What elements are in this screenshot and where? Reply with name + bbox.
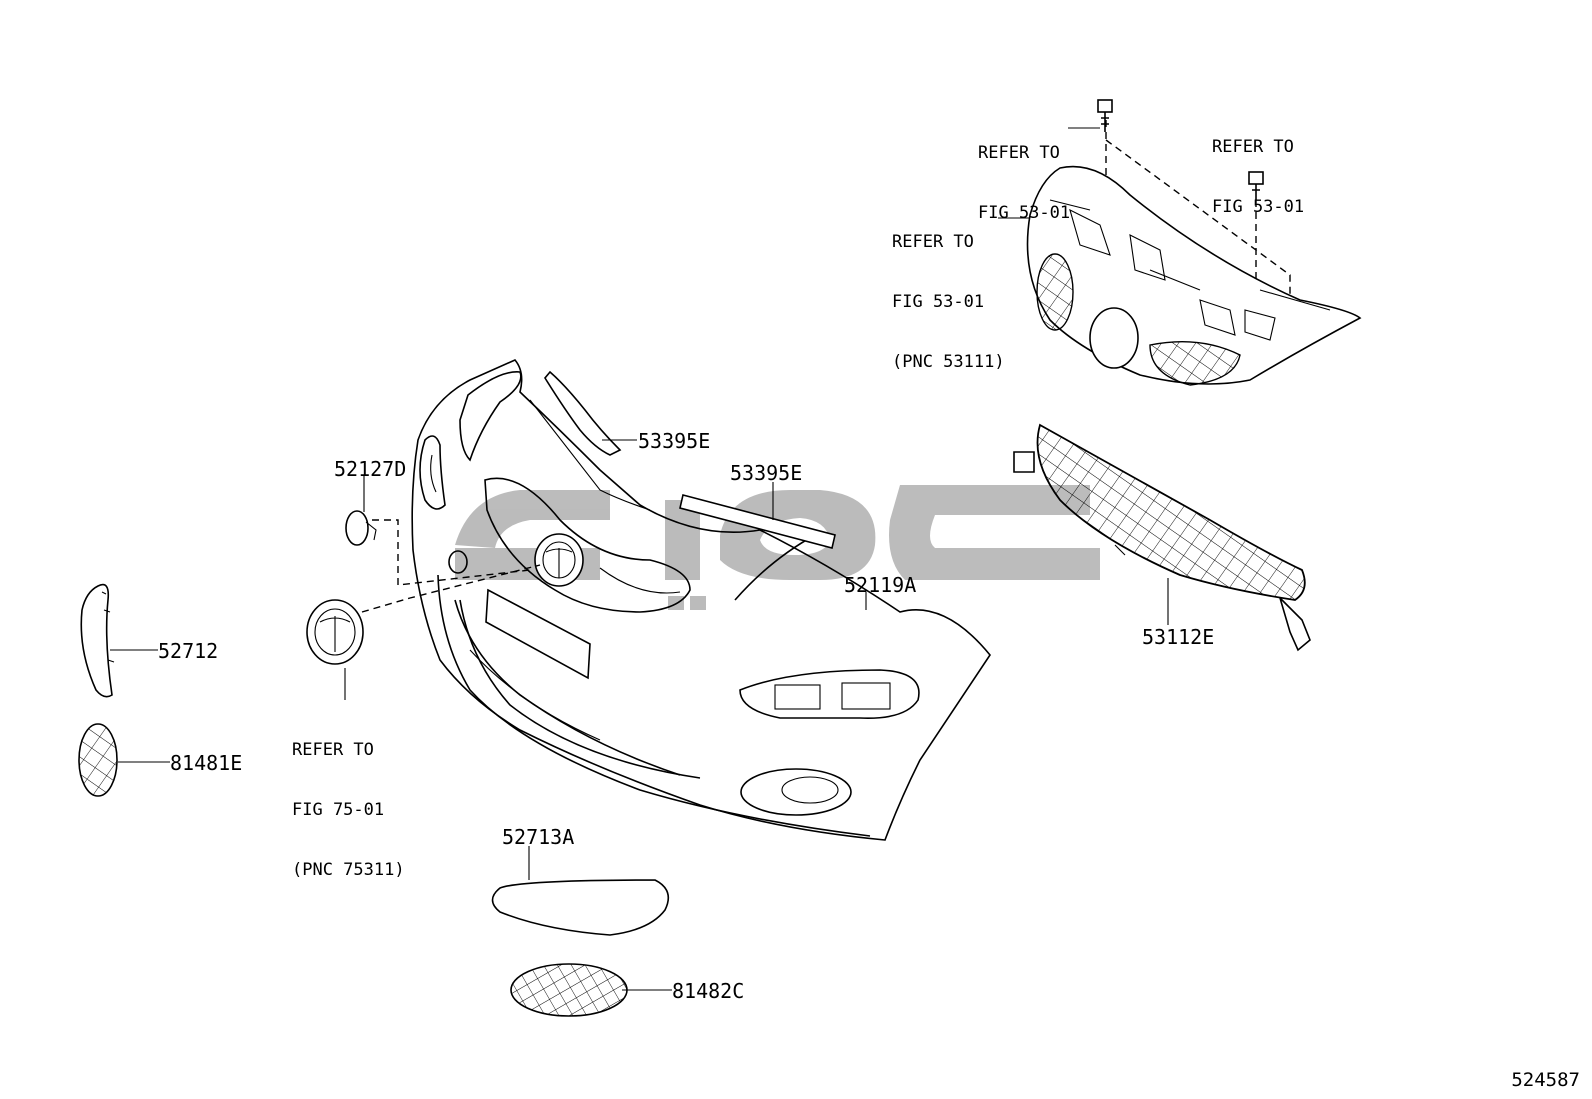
reference-line: FIG 53-01 <box>978 203 1071 223</box>
reference-note-fig-53-01-bolt[interactable]: REFER TO FIG 53-01 <box>978 103 1070 243</box>
reference-line: REFER TO <box>292 740 374 760</box>
grille-53112e-drawing <box>1013 423 1311 652</box>
mesh-81482c-drawing <box>510 963 628 1017</box>
cap-52127d-drawing <box>345 510 377 546</box>
part-label-52713a[interactable]: 52713A <box>502 825 575 849</box>
reference-note-fig-75-01-pnc-75311[interactable]: REFER TO FIG 75-01 (PNC 75311) <box>292 700 405 900</box>
part-label-52712[interactable]: 52712 <box>158 639 219 663</box>
part-label-53395e-lower[interactable]: 53395E <box>730 461 803 485</box>
part-label-81482c[interactable]: 81482C <box>672 979 745 1003</box>
reference-line: FIG 53-01 <box>1212 197 1305 217</box>
clip-icon <box>1248 171 1264 200</box>
bolt-icon <box>1097 99 1113 132</box>
document-id: 524587 <box>1511 1069 1580 1091</box>
reference-line: FIG 75-01 <box>292 800 385 820</box>
part-label-53112e[interactable]: 53112E <box>1142 625 1215 649</box>
part-label-53395e-upper[interactable]: 53395E <box>638 429 711 453</box>
molding-53395e-upper-drawing <box>529 370 651 511</box>
reference-line: (PNC 75311) <box>292 860 405 880</box>
front-bumper-cover-drawing <box>411 359 991 841</box>
emblem-drawing <box>306 599 364 665</box>
trim-52713a-drawing <box>491 879 670 936</box>
reference-line: REFER TO <box>978 143 1060 163</box>
part-52712-drawing <box>80 583 115 698</box>
reference-note-fig-53-01-pnc-53111[interactable]: REFER TO FIG 53-01 (PNC 53111) <box>892 192 1005 392</box>
mesh-81481e-drawing <box>78 723 118 797</box>
part-label-52119a[interactable]: 52119A <box>844 573 917 597</box>
molding-53395e-lower-drawing <box>679 494 836 549</box>
leader-lines <box>110 127 1169 991</box>
part-label-52127d[interactable]: 52127D <box>334 457 407 481</box>
upper-grille-assembly-drawing <box>1026 165 1362 386</box>
reference-line: FIG 53-01 <box>892 292 985 312</box>
part-label-81481e[interactable]: 81481E <box>170 751 243 775</box>
reference-line: REFER TO <box>1212 137 1294 157</box>
reference-line: REFER TO <box>892 232 974 252</box>
reference-line: (PNC 53111) <box>892 352 1005 372</box>
reference-note-fig-53-01-clip[interactable]: REFER TO FIG 53-01 <box>1212 97 1304 237</box>
